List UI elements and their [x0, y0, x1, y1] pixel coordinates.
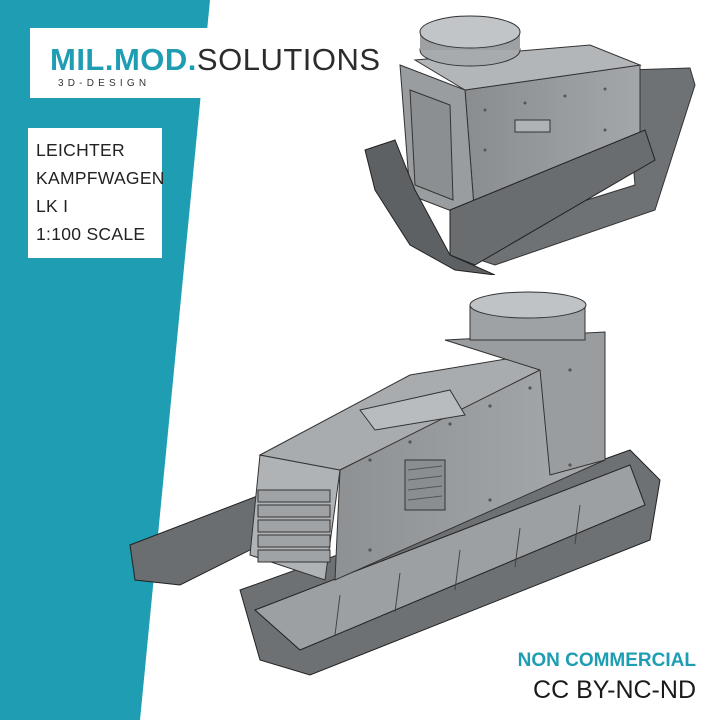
title-line-2: KAMPFWAGEN — [36, 168, 165, 188]
title-line-4: 1:100 SCALE — [36, 224, 146, 244]
title-box — [28, 128, 162, 258]
logo-box — [30, 28, 370, 98]
title-line-1: LEICHTER — [36, 140, 125, 160]
title-line-3: LK I — [36, 196, 69, 216]
license-code: CC BY-NC-ND — [533, 676, 696, 704]
tank-model-front-view — [129, 291, 661, 676]
license-note: NON COMMERCIAL — [517, 650, 696, 671]
brand-name-accent: MIL.MOD. — [50, 42, 197, 77]
brand-logo: MIL.MOD.SOLUTIONS — [50, 42, 381, 78]
brand-name-rest: SOLUTIONS — [196, 42, 381, 77]
brand-tagline: 3D-DESIGN — [58, 78, 151, 89]
tank-model-rear-view — [364, 15, 696, 275]
